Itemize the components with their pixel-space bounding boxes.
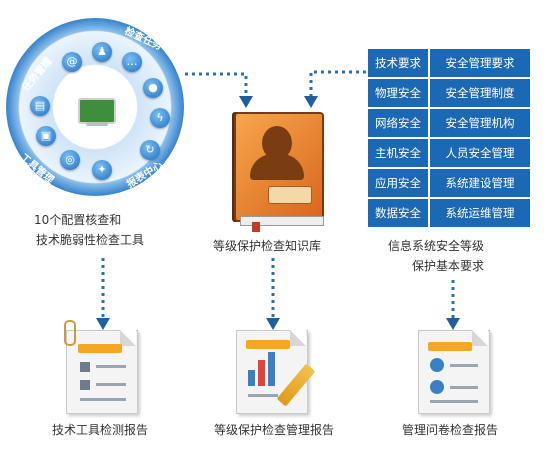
report-band bbox=[428, 342, 472, 351]
tool-report-caption: 技术工具检测报告 bbox=[52, 423, 149, 437]
page-fold bbox=[472, 330, 488, 346]
table-cell: 技术要求 bbox=[368, 49, 428, 77]
lightning-icon: ϟ bbox=[150, 108, 170, 128]
arrowhead bbox=[96, 318, 110, 330]
person-icon bbox=[430, 380, 444, 394]
table-cell: 数据安全 bbox=[368, 199, 428, 227]
page-fold bbox=[290, 330, 306, 346]
wheel-caption-line2: 技术脆弱性检查工具 bbox=[36, 233, 145, 247]
penguin-icon: ● bbox=[143, 78, 163, 98]
table-cell: 主机安全 bbox=[368, 139, 428, 167]
refresh-icon: ↻ bbox=[140, 140, 160, 160]
compass-icon: ✦ bbox=[92, 160, 112, 180]
monitor-stand bbox=[86, 122, 108, 126]
arrowhead bbox=[446, 318, 460, 330]
arrowhead bbox=[304, 96, 318, 108]
table-row: 网络安全 安全管理机构 bbox=[368, 109, 530, 137]
report-bullet bbox=[80, 380, 90, 390]
book-label-tag bbox=[268, 186, 312, 204]
table-cell: 安全管理机构 bbox=[430, 109, 530, 137]
table-cell: 系统建设管理 bbox=[430, 169, 530, 197]
table-row: 数据安全 系统运维管理 bbox=[368, 199, 530, 227]
arrow-table-to-book bbox=[309, 70, 366, 96]
table-row: 物理安全 安全管理制度 bbox=[368, 79, 530, 107]
requirements-table: 技术要求 安全管理要求 物理安全 安全管理制度 网络安全 安全管理机构 主机安全… bbox=[368, 49, 530, 229]
report-line bbox=[450, 386, 478, 389]
table-cell: 物理安全 bbox=[368, 79, 428, 107]
paperclip-icon bbox=[64, 320, 76, 346]
management-report-caption: 等级保护检查管理报告 bbox=[214, 423, 335, 437]
document-icon: ▤ bbox=[30, 96, 50, 116]
report-line bbox=[248, 394, 278, 397]
table-cell: 系统运维管理 bbox=[430, 199, 530, 227]
chart-bar bbox=[268, 352, 275, 386]
page-fold bbox=[120, 330, 136, 346]
user-icon: ♟ bbox=[92, 42, 112, 62]
arrowhead bbox=[266, 318, 280, 330]
chart-bar bbox=[258, 360, 265, 386]
questionnaire-report-caption: 管理问卷检查报告 bbox=[402, 423, 499, 437]
silhouette-body bbox=[250, 154, 304, 180]
monitor-icon bbox=[78, 98, 116, 124]
knowledge-base-caption: 等级保护检查知识库 bbox=[213, 239, 322, 253]
report-band bbox=[246, 340, 290, 349]
table-row: 应用安全 系统建设管理 bbox=[368, 169, 530, 197]
table-cell: 网络安全 bbox=[368, 109, 428, 137]
book-pages bbox=[240, 216, 324, 226]
chart-bar bbox=[248, 370, 255, 386]
arrowhead bbox=[239, 96, 253, 108]
table-cell: 安全管理制度 bbox=[430, 79, 530, 107]
book-ribbon bbox=[252, 222, 260, 232]
requirements-caption-line1: 信息系统安全等级 bbox=[388, 239, 485, 253]
lock-icon: ▣ bbox=[36, 126, 56, 146]
report-bullet bbox=[80, 362, 90, 372]
wheel-caption-line1: 10个配置核查和 bbox=[34, 213, 122, 227]
report-line bbox=[80, 398, 126, 401]
report-line bbox=[430, 400, 478, 403]
report-line bbox=[96, 365, 126, 368]
person-icon bbox=[430, 358, 444, 372]
table-row: 主机安全 人员安全管理 bbox=[368, 139, 530, 167]
table-cell: 应用安全 bbox=[368, 169, 428, 197]
chat-icon: … bbox=[122, 52, 142, 72]
globe-icon: ◎ bbox=[60, 150, 80, 170]
report-band bbox=[78, 344, 122, 353]
table-cell: 安全管理要求 bbox=[430, 49, 530, 77]
requirements-caption-line2: 保护基本要求 bbox=[412, 259, 485, 273]
report-line bbox=[450, 364, 478, 367]
table-row: 技术要求 安全管理要求 bbox=[368, 49, 530, 77]
report-line bbox=[96, 383, 126, 386]
table-cell: 人员安全管理 bbox=[430, 139, 530, 167]
email-icon: @ bbox=[62, 52, 82, 72]
arrow-wheel-to-book bbox=[185, 72, 248, 96]
